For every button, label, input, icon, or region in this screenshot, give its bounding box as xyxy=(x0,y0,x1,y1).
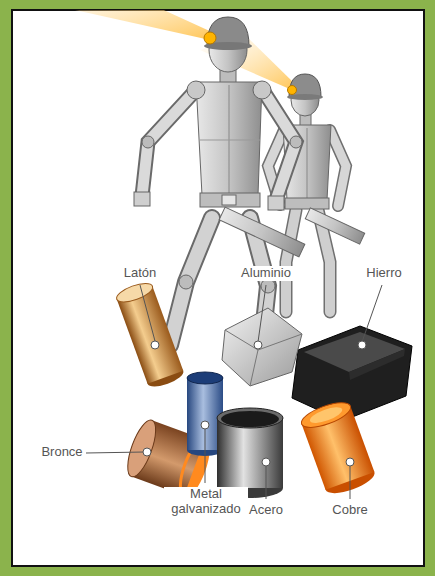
part-label: Metal galvanizado xyxy=(164,487,248,517)
part-label: Hierro xyxy=(364,266,403,281)
front-robot xyxy=(134,17,305,345)
part-label: Bronce xyxy=(39,445,84,460)
steel-cylinder xyxy=(217,408,283,498)
brass-cylinder xyxy=(114,280,185,391)
part-label: Acero xyxy=(247,503,285,518)
iron-box xyxy=(292,326,412,421)
part-label: Cobre xyxy=(330,503,369,518)
part-label: Aluminio xyxy=(239,266,293,281)
lamp-beams xyxy=(30,10,295,90)
callout-dots xyxy=(143,341,366,466)
part-label: Latón xyxy=(122,266,159,281)
leader-lines xyxy=(86,285,382,499)
aluminium-sheet xyxy=(222,308,302,386)
white-panel xyxy=(12,10,424,566)
copper-cylinder xyxy=(299,398,378,498)
